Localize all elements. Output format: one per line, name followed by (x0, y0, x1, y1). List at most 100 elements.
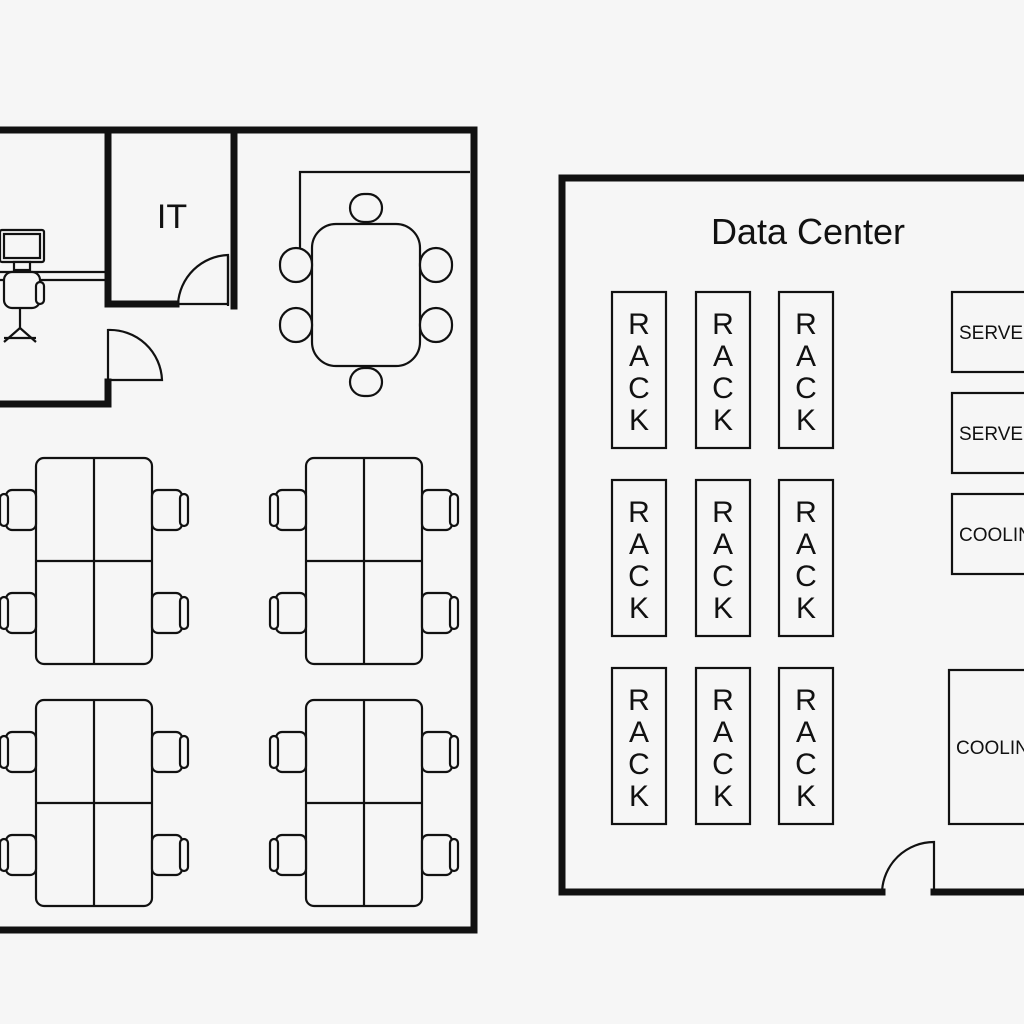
rack-label-letter: R (795, 496, 817, 529)
rack-outline (610, 478, 668, 638)
data-center-area: Data Center RACKRACKRACKRACKRACKRACKRACK… (558, 174, 1024, 896)
side-units: SERVER SERVER COOLING COOLING (947, 290, 1024, 826)
rack-outline (694, 478, 752, 638)
rack-label-letter: A (713, 716, 733, 749)
office-area: IT (0, 126, 478, 934)
conference-chair (418, 306, 454, 344)
conference-chair (348, 192, 384, 224)
desk-cluster (0, 456, 190, 666)
conference-chair (348, 366, 384, 398)
conference-chair (418, 246, 454, 284)
rack-label-letter: C (795, 560, 817, 593)
rack-label-letter: C (712, 372, 734, 405)
desk-chair (268, 488, 308, 532)
workstation (0, 228, 106, 343)
rack-label-letter: K (796, 780, 816, 813)
rack-label-letter: C (628, 372, 650, 405)
rack-outline (777, 666, 835, 826)
data-center-door[interactable] (880, 840, 936, 893)
monitor-screen (2, 232, 42, 260)
rack-label-letter: A (796, 528, 816, 561)
desk-clusters (0, 456, 460, 908)
rack-label-letter: K (796, 592, 816, 625)
desk-chair (150, 730, 190, 774)
rack-label-letter: K (713, 780, 733, 813)
office-chair-icon (2, 270, 42, 310)
conference-table (310, 222, 422, 368)
desk-chair (0, 833, 38, 877)
rack-label-letter: C (628, 560, 650, 593)
cooling-unit: COOLING (950, 492, 1024, 576)
office-chair-arm (34, 280, 46, 306)
desk-chair (0, 730, 38, 774)
rack-label-letter: C (795, 748, 817, 781)
desk-chair (150, 833, 190, 877)
conference-area (278, 170, 470, 398)
conference-chair (278, 246, 314, 284)
data-center-wall (558, 174, 1024, 896)
it-room-label: IT (157, 198, 187, 236)
data-center-title: Data Center (711, 211, 905, 252)
it-room-door[interactable] (176, 253, 230, 306)
rack-outline (777, 290, 835, 450)
rack-label-letter: A (796, 340, 816, 373)
rack-label-letter: C (712, 748, 734, 781)
server-unit: SERVER (950, 391, 1024, 475)
rack-label-letter: R (712, 496, 734, 529)
rack-label-letter: K (629, 780, 649, 813)
rack-outline (694, 290, 752, 450)
cooling-unit: COOLING (947, 668, 1024, 826)
desk-chair (420, 833, 460, 877)
desk-chair (420, 488, 460, 532)
conference-chair (278, 306, 314, 344)
rack-label-letter: C (712, 560, 734, 593)
rack-label-letter: R (795, 684, 817, 717)
unit-label: COOLING (956, 738, 1024, 759)
desk-chair (0, 591, 38, 635)
rack-outline (610, 290, 668, 450)
monitor-stand (12, 260, 32, 272)
rack-label-letter: R (628, 308, 650, 341)
server-unit: SERVER (950, 290, 1024, 374)
rack-label-letter: R (712, 308, 734, 341)
rack-label-letter: K (629, 404, 649, 437)
rack-outline (777, 478, 835, 638)
desk-chair (268, 591, 308, 635)
rack-label-letter: C (795, 372, 817, 405)
rack-label-letter: C (628, 748, 650, 781)
rack-outline (610, 666, 668, 826)
unit-label: SERVER (959, 323, 1024, 344)
rack-label-letter: A (629, 716, 649, 749)
rack-label-letter: K (713, 404, 733, 437)
unit-label: COOLING (959, 525, 1024, 546)
desk-chair (420, 591, 460, 635)
unit-outline (950, 391, 1024, 475)
unit-outline (947, 668, 1024, 826)
rack-label-letter: A (796, 716, 816, 749)
unit-outline (950, 492, 1024, 576)
chair-base-2 (3, 327, 21, 343)
unit-label: SERVER (959, 424, 1024, 445)
desk-chair (268, 730, 308, 774)
rack-label-letter: A (713, 528, 733, 561)
rack-label-letter: A (629, 340, 649, 373)
rack-label-letter: A (629, 528, 649, 561)
rack-label-letter: A (713, 340, 733, 373)
desk-cluster (268, 698, 460, 908)
rack-outline (694, 666, 752, 826)
rack-label-letter: K (796, 404, 816, 437)
conference-partition (298, 170, 470, 250)
desk-cluster (268, 456, 460, 666)
rack-label-letter: K (629, 592, 649, 625)
left-office-door[interactable] (106, 328, 164, 382)
chair-base-3 (19, 327, 37, 343)
